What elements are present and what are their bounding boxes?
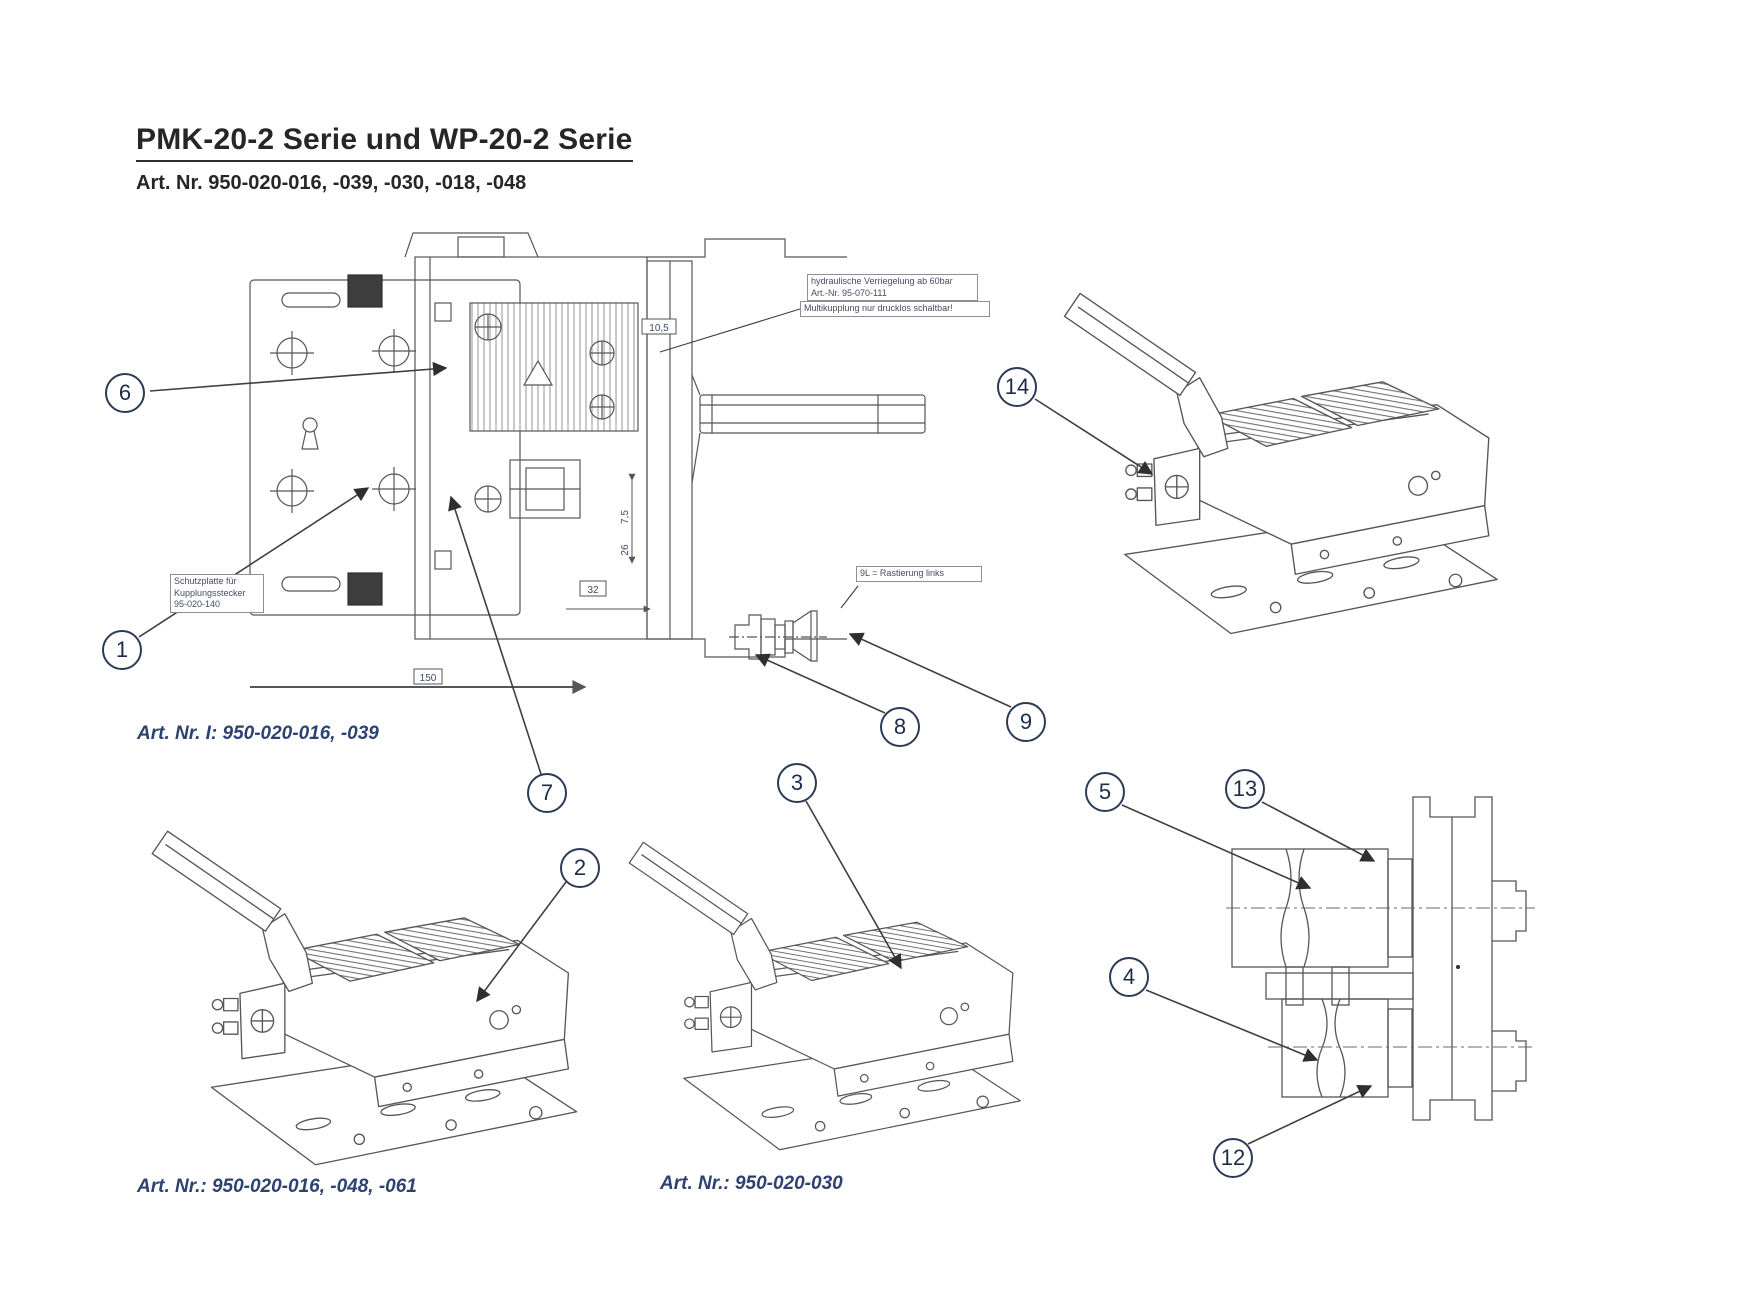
detent-note: 9L = Rastierung links	[856, 566, 982, 582]
callout-6: 6	[105, 373, 145, 413]
dim-step-height: 7,5	[620, 510, 631, 524]
leader-callout-13	[1261, 801, 1376, 862]
isometric-view-top-right	[1063, 292, 1498, 635]
callout-3: 3	[777, 763, 817, 803]
dimension-lines	[250, 318, 677, 694]
callout-14: 14	[997, 367, 1037, 407]
article-numbers: Art. Nr. 950-020-016, -039, -030, -018, …	[136, 172, 527, 194]
leader-callout-2	[476, 881, 567, 1003]
plug-cross-section-view	[1226, 796, 1535, 1121]
coupling-plug-fitting	[729, 610, 827, 662]
leader-callout-9	[848, 632, 1012, 708]
leader-detent-note	[840, 585, 859, 609]
dim-slot-height: 26	[620, 544, 631, 556]
pressure-note: Multikupplung nur drucklos schaltbar!	[800, 301, 990, 317]
callout-5: 5	[1085, 772, 1125, 812]
callout-9: 9	[1006, 702, 1046, 742]
protection-note-line2: Kupplungsstecker	[174, 587, 246, 598]
centerlines	[1226, 907, 1535, 1048]
leader-callout-3	[805, 800, 902, 970]
hydraulic-note-line2: Art.-Nr. 95-070-111	[811, 287, 887, 298]
leader-lines	[138, 308, 1376, 1145]
leader-callout-5	[1121, 804, 1312, 890]
dimension-labels: 150 10,5 32 7,5 26	[420, 323, 670, 684]
callout-12: 12	[1213, 1138, 1253, 1178]
caption-bottom-middle-view: Art. Nr.: 950-020-030	[660, 1173, 843, 1194]
caption-main-view: Art. Nr. I: 950-020-016, -039	[137, 723, 379, 744]
warning-label-block	[469, 302, 639, 432]
dim-hole-diameter: 10,5	[649, 323, 669, 334]
callout-4: 4	[1109, 957, 1149, 997]
leader-callout-12	[1247, 1085, 1373, 1145]
leader-callout-8	[754, 653, 886, 714]
caption-bottom-left-view: Art. Nr.: 950-020-016, -048, -061	[137, 1176, 417, 1197]
leader-callout-7	[448, 495, 542, 775]
leader-callout-4	[1145, 989, 1319, 1062]
main-sectional-view: 150 10,5 32 7,5 26	[249, 232, 926, 694]
leader-callout-6	[149, 361, 448, 392]
protection-note: Schutzplatte für Kupplungsstecker 95-020…	[170, 574, 264, 613]
callout-8: 8	[880, 707, 920, 747]
isometric-view-bottom-middle	[628, 841, 1021, 1151]
bolt-hole-crosshairs	[270, 329, 416, 513]
hydraulic-note-line1: hydraulische Verriegelung ab 60bar	[811, 276, 953, 286]
leader-callout-14	[1034, 398, 1154, 475]
page-title: PMK-20-2 Serie und WP-20-2 Serie	[136, 123, 633, 163]
callout-1: 1	[102, 630, 142, 670]
isometric-view-bottom-left	[151, 830, 578, 1166]
protection-note-line1: Schutzplatte für	[174, 576, 237, 586]
dim-block-depth: 32	[587, 585, 599, 596]
callout-7: 7	[527, 773, 567, 813]
leader-hydraulic-note	[659, 308, 801, 353]
dim-base-width: 150	[420, 673, 437, 684]
callout-2: 2	[560, 848, 600, 888]
protection-note-line3: 95-020-140	[174, 599, 221, 610]
callout-13: 13	[1225, 769, 1265, 809]
hydraulic-note: hydraulische Verriegelung ab 60bar Art.-…	[807, 274, 978, 302]
